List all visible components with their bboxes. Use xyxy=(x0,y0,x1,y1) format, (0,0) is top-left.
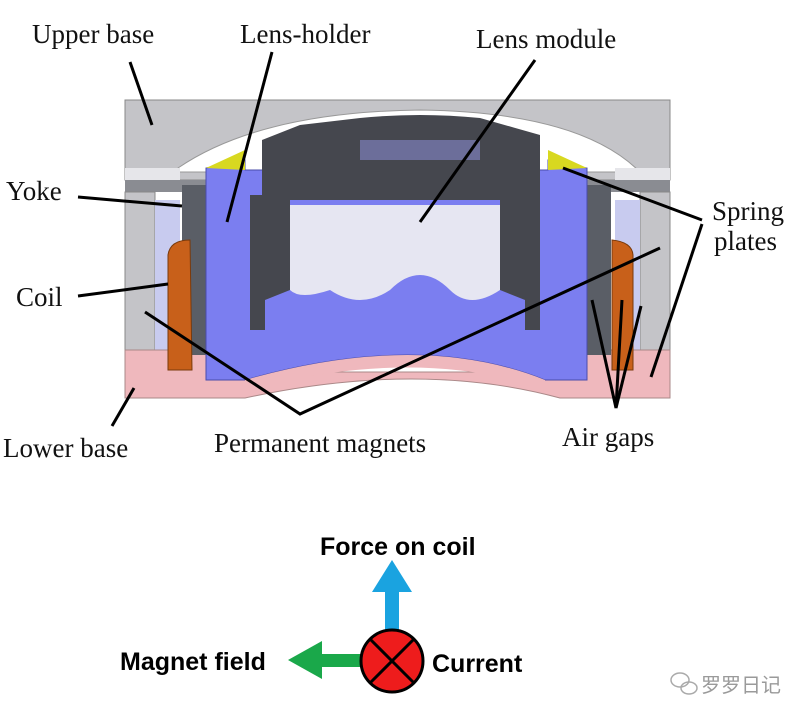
leader-lens-module xyxy=(418,59,537,223)
leader-yoke xyxy=(77,195,183,208)
label-lens-holder: Lens-holder xyxy=(240,19,370,49)
label-lens-module: Lens module xyxy=(476,24,616,54)
label-force-on-coil: Force on coil xyxy=(320,533,476,561)
leader-permanent-magnets xyxy=(144,246,661,416)
watermark-text: 罗罗日记 xyxy=(701,673,781,697)
coil-left xyxy=(167,239,193,371)
label-current: Current xyxy=(432,650,523,678)
leader-spring-plates-top xyxy=(562,166,703,222)
current-into-page-icon xyxy=(359,628,425,694)
label-permanent-magnets: Permanent magnets xyxy=(214,428,426,458)
label-air-gaps: Air gaps xyxy=(562,422,654,452)
label-coil: Coil xyxy=(16,282,63,312)
wechat-icon xyxy=(670,672,698,695)
label-upper-base: Upper base xyxy=(32,19,154,49)
leader-spring-plates-bottom xyxy=(649,223,704,378)
label-lower-base: Lower base xyxy=(3,433,128,463)
leader-coil xyxy=(77,282,169,298)
leader-air-gaps-2 xyxy=(614,305,643,409)
leader-upper-base xyxy=(128,61,154,126)
label-yoke: Yoke xyxy=(6,176,62,206)
magnet-field-arrow xyxy=(288,641,362,679)
force-arrow xyxy=(372,560,412,632)
leader-lower-base xyxy=(110,387,136,427)
leader-lens-holder xyxy=(225,51,274,223)
label-magnet-field: Magnet field xyxy=(120,648,266,676)
label-spring-plates-line2: plates xyxy=(714,226,777,256)
lens-module-part xyxy=(250,115,540,330)
label-spring-plates-line1: Spring xyxy=(712,196,784,226)
